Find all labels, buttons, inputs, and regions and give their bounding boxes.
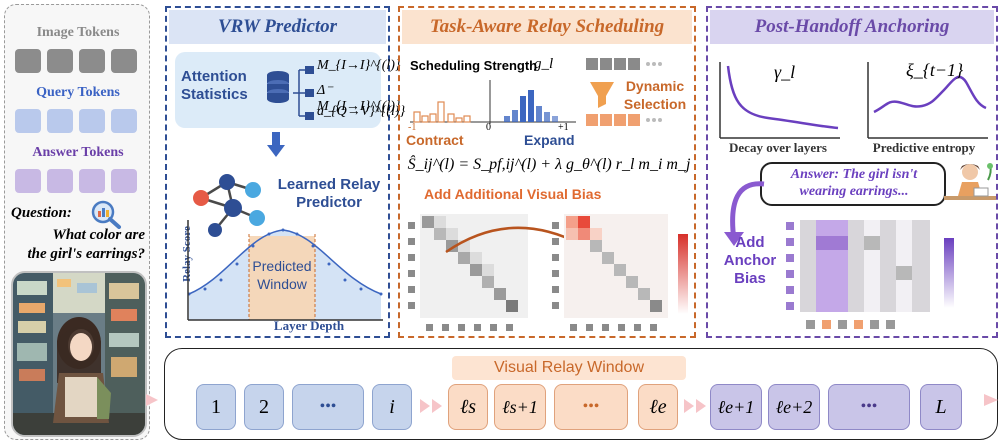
query-token	[111, 109, 137, 133]
panel-title: Post-Handoff Anchoring	[710, 10, 994, 44]
metric-intra-image: M_{I→I}^{(l)}	[317, 58, 401, 73]
question-line-2: the girl's earrings?	[27, 246, 145, 262]
add-visual-bias-label: Add Additional Visual Bias	[424, 186, 602, 202]
attention-matrix-biased	[552, 214, 688, 331]
bias-formula: Ŝ_ij^(l) = S_pf,ij^(l) + λ g_θ^(l) r_l m…	[407, 156, 691, 173]
layer-token-i: i	[372, 384, 412, 430]
metric-query-visual: a_{Q→V}^{(l)}	[317, 104, 406, 119]
image-token	[79, 49, 105, 73]
expand-label: Expand	[524, 132, 575, 148]
tree-connector-icon	[293, 66, 314, 120]
add-label: Add	[735, 234, 765, 251]
query-token	[15, 109, 41, 133]
gamma-symbol: γ_l	[774, 62, 796, 82]
contract-label: Contract	[406, 132, 464, 148]
panel-title: Task-Aware Relay Scheduling	[402, 10, 692, 44]
image-token	[111, 49, 137, 73]
window-label: Window	[257, 276, 307, 292]
layer-token-window-ellipsis: •••	[554, 384, 628, 430]
question-image	[11, 271, 147, 437]
post-handoff-panel: Post-Handoff Anchoring γ_l ξ_{t−1} Decay…	[706, 6, 998, 338]
metric-delta: Δ⁻ M_{I→I}^{(l)}	[317, 83, 401, 114]
tick-zero: 0	[486, 122, 491, 133]
xi-symbol: ξ_{t−1}	[906, 60, 964, 80]
selection-label: Selection	[623, 96, 687, 112]
visual-relay-window-label: Visual Relay Window	[452, 356, 686, 380]
transition-chevron-icon	[684, 396, 710, 421]
predicted-label: Predicted	[252, 258, 312, 274]
anchor-attention-matrix	[786, 220, 954, 329]
token-sidebar: Image Tokens Query Tokens Answer Tokens …	[4, 4, 150, 440]
anchor-arrow-icon	[724, 181, 765, 246]
scheduling-histogram	[410, 80, 576, 124]
attention-matrix-base	[408, 214, 528, 331]
decay-curve	[719, 62, 840, 139]
layer-token-1: 1	[196, 384, 236, 430]
query-token	[79, 109, 105, 133]
answer-token	[15, 169, 41, 193]
relay-scheduling-panel: Task-Aware Relay Scheduling Scheduling S…	[398, 6, 696, 338]
bias-label: Bias	[734, 270, 766, 287]
network-icon	[187, 168, 271, 238]
attention-statistics-label: Attention Statistics	[181, 68, 248, 103]
scheduling-strength-symbol: g_l	[534, 56, 554, 72]
image-token	[47, 49, 73, 73]
answer-bubble	[760, 162, 946, 206]
scheduling-strength-label: Scheduling Strength	[410, 58, 538, 73]
question-line-1: What color are	[52, 227, 145, 243]
layer-sequence-container	[164, 348, 998, 440]
layer-token-ellipsis: •••	[292, 384, 364, 430]
dynamic-selection-icon	[586, 58, 662, 126]
layer-token-post-ellipsis: •••	[828, 384, 910, 430]
down-arrow-icon	[267, 132, 285, 158]
answer-token	[79, 169, 105, 193]
layer-token-ls1: ℓs+1	[494, 384, 546, 430]
layer-token-ls: ℓs	[448, 384, 488, 430]
query-token	[47, 109, 73, 133]
answer-token	[47, 169, 73, 193]
answer-text: Answer: The girl isn't wearing earrings.…	[790, 167, 918, 199]
tick-neg: -1	[408, 122, 417, 133]
relay-score-curve	[187, 220, 383, 321]
right-chevron-icon	[984, 390, 1004, 415]
layer-depth-axis-label: Layer Depth	[273, 318, 345, 333]
left-chevron-icon	[146, 390, 166, 415]
predictor-label: Predictor	[296, 194, 362, 211]
student-icon	[944, 163, 996, 200]
question-label: Question:	[11, 205, 72, 221]
magnifier-icon	[89, 199, 123, 229]
layer-token-le: ℓe	[638, 384, 678, 430]
query-tokens-label: Query Tokens	[36, 85, 120, 100]
database-icon	[265, 70, 291, 104]
answer-token	[111, 169, 137, 193]
learned-relay-label: Learned Relay	[277, 176, 381, 193]
transition-chevron-icon	[420, 396, 446, 421]
decay-label: Decay over layers	[729, 140, 827, 155]
entropy-label: Predictive entropy	[872, 140, 976, 155]
entropy-curve	[867, 62, 988, 139]
vrw-predictor-panel: VRW Predictor Attention Statistics M_{I→…	[165, 6, 405, 338]
layer-token-L: L	[920, 384, 962, 430]
answer-tokens-label: Answer Tokens	[32, 145, 124, 160]
layer-token-2: 2	[244, 384, 284, 430]
image-tokens-label: Image Tokens	[36, 25, 120, 40]
tick-pos: +1	[558, 122, 569, 133]
layer-token-le2: ℓe+2	[768, 384, 820, 430]
dynamic-label: Dynamic	[625, 78, 685, 94]
panel-title: VRW Predictor	[169, 10, 386, 44]
anchor-label: Anchor	[723, 252, 777, 269]
image-token	[15, 49, 41, 73]
layer-token-le1: ℓe+1	[710, 384, 762, 430]
